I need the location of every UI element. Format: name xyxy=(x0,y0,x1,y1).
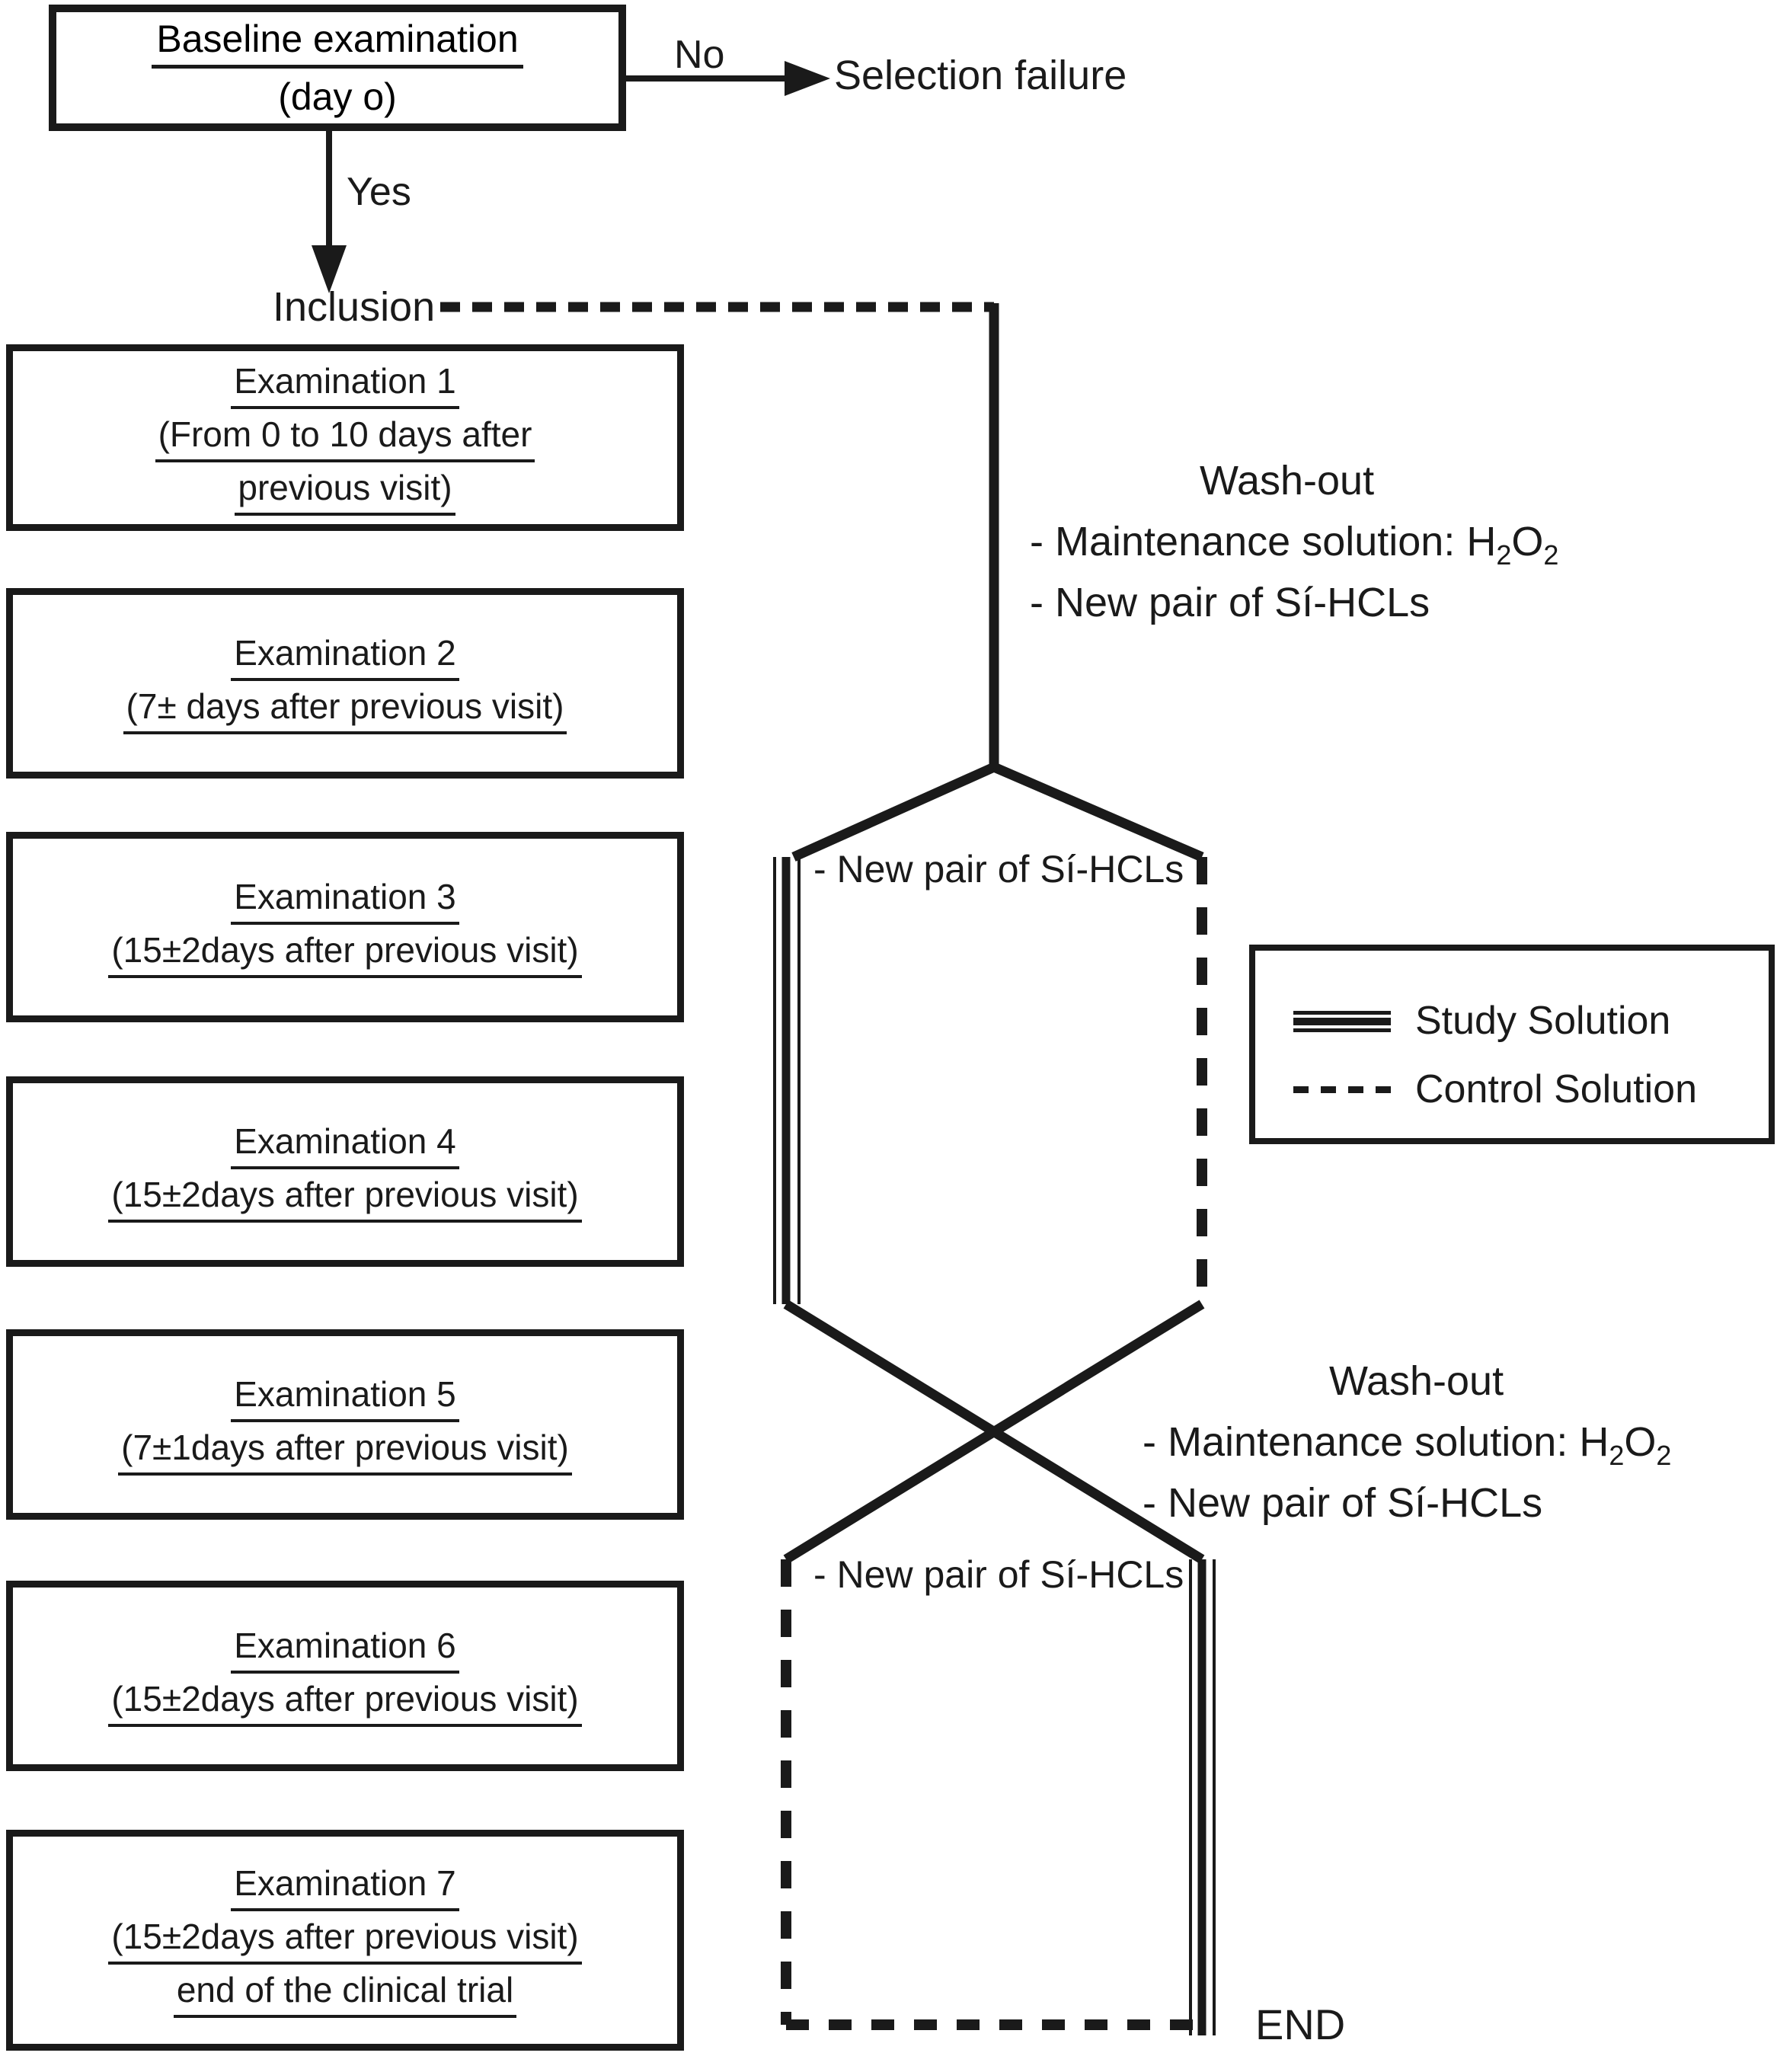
washout-upper-item1-mid: O xyxy=(1511,519,1544,564)
washout-lower-sub-1: 2 xyxy=(1609,1439,1625,1471)
yes-branch-label: Yes xyxy=(347,170,411,214)
baseline-subtitle: (day o) xyxy=(278,75,397,118)
examination-2-title: Examination 2 xyxy=(231,632,459,681)
no-branch-label: No xyxy=(674,33,725,77)
examination-box-5: Examination 5 (7±1days after previous vi… xyxy=(6,1329,684,1520)
examination-5-title: Examination 5 xyxy=(231,1373,459,1422)
examination-box-1: Examination 1 (From 0 to 10 days after p… xyxy=(6,344,684,531)
control-arm-lower xyxy=(781,1559,1202,2030)
study-arm-upper xyxy=(773,857,801,1304)
washout-lower-heading: Wash-out xyxy=(1329,1358,1504,1404)
washout-upper-item-maintenance: - Maintenance solution: H2O2 xyxy=(1030,518,1558,571)
control-solution-dashed-icon xyxy=(1293,1086,1391,1093)
examination-6-line2: (15±2days after previous visit) xyxy=(108,1678,582,1727)
examination-3-line2: (15±2days after previous visit) xyxy=(108,929,582,978)
legend-row-study: Study Solution xyxy=(1293,998,1670,1044)
examination-box-6: Examination 6 (15±2days after previous v… xyxy=(6,1581,684,1771)
washout-upper-item-lenses: - New pair of Sí-HCLs xyxy=(1030,580,1430,625)
examination-6-title: Examination 6 xyxy=(231,1625,459,1674)
examination-4-line2: (15±2days after previous visit) xyxy=(108,1174,582,1223)
baseline-examination-box: Baseline examination (day o) xyxy=(49,5,626,131)
end-label: END xyxy=(1255,2000,1346,2048)
yes-branch-arrow xyxy=(312,131,347,293)
selection-failure-label: Selection failure xyxy=(834,53,1127,98)
trunk-fork xyxy=(791,763,1204,862)
washout-lower-item1-mid: O xyxy=(1624,1419,1657,1465)
branch-label-lower: - New pair of Sí-HCLs xyxy=(813,1553,1184,1596)
baseline-title: Baseline examination xyxy=(152,17,523,69)
washout-upper-sub-1: 2 xyxy=(1496,539,1512,571)
washout-lower-sub-2: 2 xyxy=(1656,1439,1672,1471)
washout-upper-item1-text: - Maintenance solution: H xyxy=(1030,519,1497,564)
legend-row-control: Control Solution xyxy=(1293,1066,1697,1112)
washout-lower-item-maintenance: - Maintenance solution: H2O2 xyxy=(1143,1418,1671,1472)
washout-upper-sub-2: 2 xyxy=(1543,539,1559,571)
examination-1-title: Examination 1 xyxy=(231,360,459,409)
examination-box-4: Examination 4 (15±2days after previous v… xyxy=(6,1076,684,1267)
crossover-lines xyxy=(783,1300,1205,1564)
examination-box-7: Examination 7 (15±2days after previous v… xyxy=(6,1830,684,2051)
study-solution-line-icon xyxy=(1293,1011,1391,1032)
examination-box-2: Examination 2 (7± days after previous vi… xyxy=(6,588,684,779)
branch-label-upper: - New pair of Sí-HCLs xyxy=(813,848,1184,891)
washout-upper-heading: Wash-out xyxy=(1200,458,1375,504)
legend-study-label: Study Solution xyxy=(1415,999,1671,1043)
examination-3-title: Examination 3 xyxy=(231,876,459,925)
examination-7-line2: (15±2days after previous visit) xyxy=(108,1916,582,1965)
examination-box-3: Examination 3 (15±2days after previous v… xyxy=(6,832,684,1022)
examination-4-title: Examination 4 xyxy=(231,1121,459,1169)
no-branch-arrow xyxy=(626,61,830,96)
examination-2-line2: (7± days after previous visit) xyxy=(123,686,567,734)
examination-1-line3: previous visit) xyxy=(235,467,455,516)
examination-7-title: Examination 7 xyxy=(231,1863,459,1911)
washout-lower-item-lenses: - New pair of Sí-HCLs xyxy=(1143,1480,1543,1526)
examination-1-line2: (From 0 to 10 days after xyxy=(155,414,535,462)
examination-7-line3: end of the clinical trial xyxy=(173,1969,517,2018)
study-arm-lower xyxy=(1189,1559,1216,2035)
examination-5-line2: (7±1days after previous visit) xyxy=(118,1427,572,1476)
legend-box: Study Solution Control Solution xyxy=(1249,945,1775,1144)
inclusion-label: Inclusion xyxy=(273,284,436,330)
legend-control-label: Control Solution xyxy=(1415,1067,1697,1111)
washout-lower-item1-text: - Maintenance solution: H xyxy=(1143,1419,1609,1465)
